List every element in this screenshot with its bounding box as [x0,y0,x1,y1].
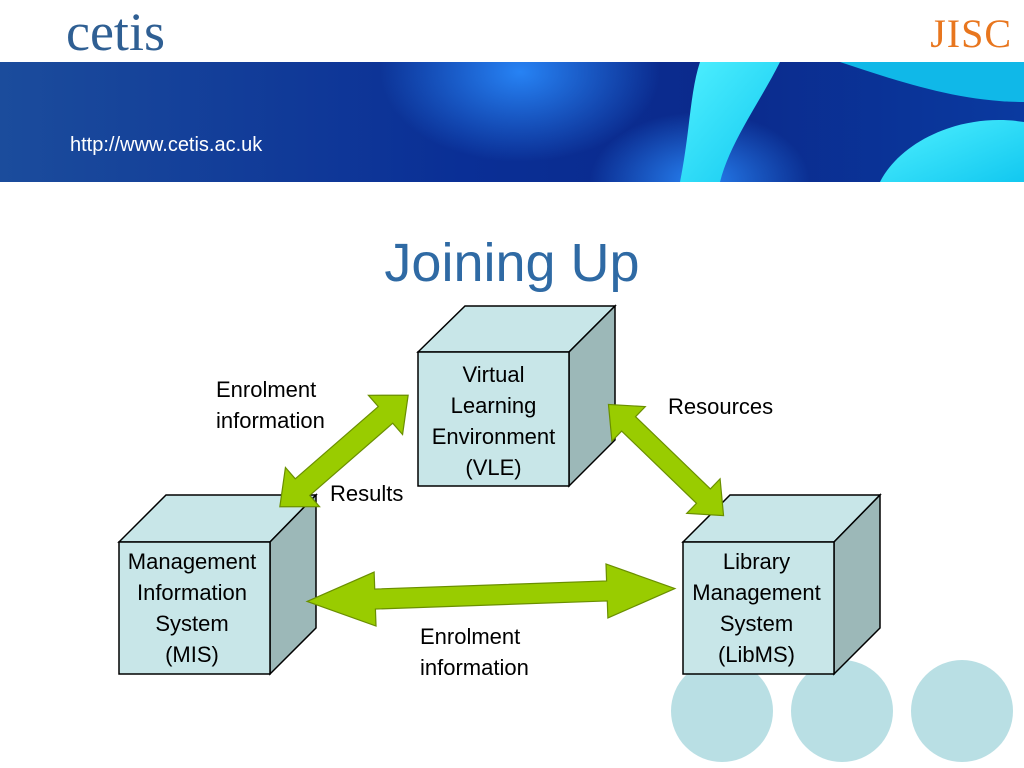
site-url[interactable]: http://www.cetis.ac.uk [70,134,263,156]
results-label: Results [330,481,404,506]
resources-label: Resources [668,394,774,419]
decorative-circles [671,660,1013,762]
label-line: information [216,408,325,433]
label-line: Enrolment [420,624,521,649]
arrow-mis-libms [305,563,677,627]
enrolment-info-label-bottom: Enrolment information [420,621,529,683]
mis-label-line: (MIS) [165,642,219,667]
libms-label-line: Library [722,549,791,574]
vle-label: Virtual Learning Environment (VLE) [418,359,569,483]
libms-label-line: (LibMS) [717,642,795,667]
mis-label-line: Information [136,580,248,605]
mis-label: Management Information System (MIS) [114,546,270,670]
slide-title: Joining Up [384,233,640,293]
mis-label-line: System [155,611,229,636]
vle-label-line: Environment [431,424,556,449]
header-banner: http://www.cetis.ac.uk [0,62,1024,182]
arrow-mis-vle [279,394,409,508]
jisc-logo: JISC [930,11,1012,56]
vle-label-line: (VLE) [465,455,522,480]
vle-label-line: Virtual [462,362,525,387]
banner-graphic [0,62,1024,182]
mis-label-line: Management [127,549,257,574]
libms-label-line: System [719,611,794,636]
libms-label-line: Management [692,580,821,605]
label-line: information [420,655,529,680]
vle-label-line: Learning [450,393,537,418]
label-line: Enrolment [216,377,317,402]
cetis-logo: cetis [66,2,165,62]
arrow-vle-libms [607,403,725,517]
libms-label: Library Management System (LibMS) [679,546,834,670]
libms-cube [681,493,882,676]
vle-cube [416,304,617,488]
mis-cube [117,493,318,676]
enrolment-info-label-top: Enrolment information [216,374,325,436]
